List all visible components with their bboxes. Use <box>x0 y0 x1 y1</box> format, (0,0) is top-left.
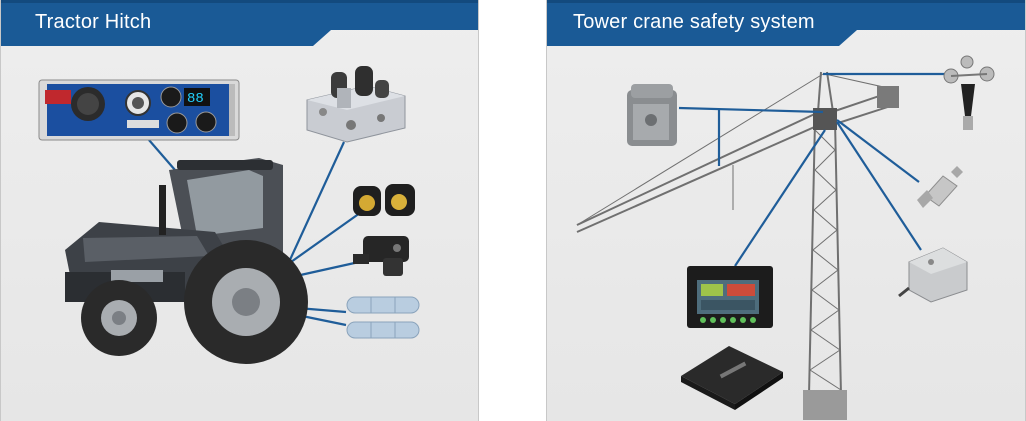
tower-crane-panel: Tower crane safety system <box>546 0 1026 421</box>
crane-base <box>803 390 847 420</box>
display-monitor-icon <box>687 266 773 328</box>
tractor-hitch-illustration: 88 <box>38 66 420 364</box>
title-bar-shape <box>547 0 1025 46</box>
tractor-hitch-title: Tractor Hitch <box>35 11 152 33</box>
tower-crane-illustration <box>576 55 995 420</box>
tractor-hitch-title-bar: Tractor Hitch <box>1 0 478 46</box>
anemometer-icon <box>943 55 995 130</box>
tower-crane-title: Tower crane safety system <box>573 11 815 33</box>
angle-sensor-icon <box>917 166 963 208</box>
operator-cab <box>813 108 837 130</box>
tractor-hitch-panel: Tractor Hitch 88 <box>0 0 479 421</box>
tower-crane-title-bar: Tower crane safety system <box>547 0 1025 46</box>
position-sensor-icon <box>353 236 409 276</box>
load-pin-icon <box>346 296 420 339</box>
junction-box-icon <box>898 247 968 303</box>
leader-lines <box>678 72 945 267</box>
control-panel-icon: 88 <box>38 79 240 141</box>
controller-box-icon <box>681 346 783 410</box>
limit-switch-icon <box>627 84 677 146</box>
digit-display: 88 <box>187 91 204 107</box>
counterweight-block <box>877 86 899 108</box>
title-bar-shape <box>1 0 478 46</box>
tower-crane-icon <box>576 71 898 396</box>
hydraulic-valve-icon <box>306 66 406 143</box>
connector-pair-icon <box>353 184 415 216</box>
tractor-icon <box>65 158 308 364</box>
